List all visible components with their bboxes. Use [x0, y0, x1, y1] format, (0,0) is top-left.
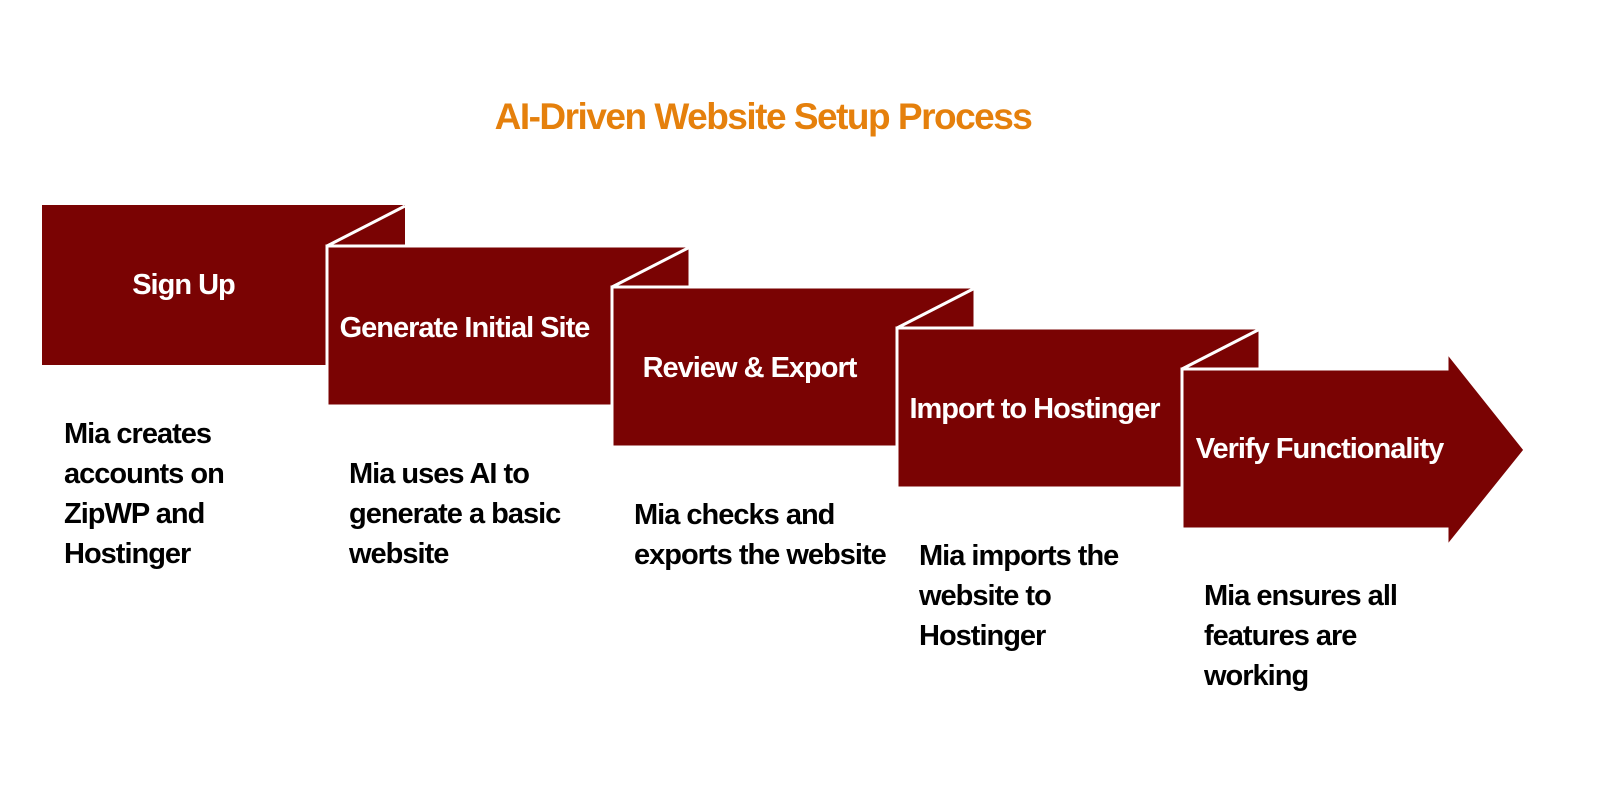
step-4-description: Mia imports the website to Hostinger [919, 540, 1119, 652]
fold-line-1 [326, 204, 406, 248]
step-3-description: Mia checks and exports the website [634, 499, 887, 571]
fold-line-3 [896, 286, 976, 330]
diagram-title: AI-Driven Website Setup Process [494, 96, 1033, 137]
step-2-description: Mia uses AI to generate a basic website [349, 458, 561, 570]
step-5-shape [1180, 347, 1527, 552]
step-3-label: Review & Export [642, 351, 858, 384]
step-4-label: Import to Hostinger [909, 392, 1160, 425]
step-5-label: Verify Functionality [1195, 432, 1445, 465]
step-1-description: Mia creates accounts on ZipWP and Hostin… [64, 418, 225, 570]
step-1-label: Sign Up [132, 269, 236, 301]
fold-line-2 [611, 245, 691, 289]
step-5-description: Mia ensures all features are working [1204, 580, 1398, 692]
fold-line-4 [1181, 327, 1261, 371]
step-2-label: Generate Initial Site [339, 311, 591, 344]
